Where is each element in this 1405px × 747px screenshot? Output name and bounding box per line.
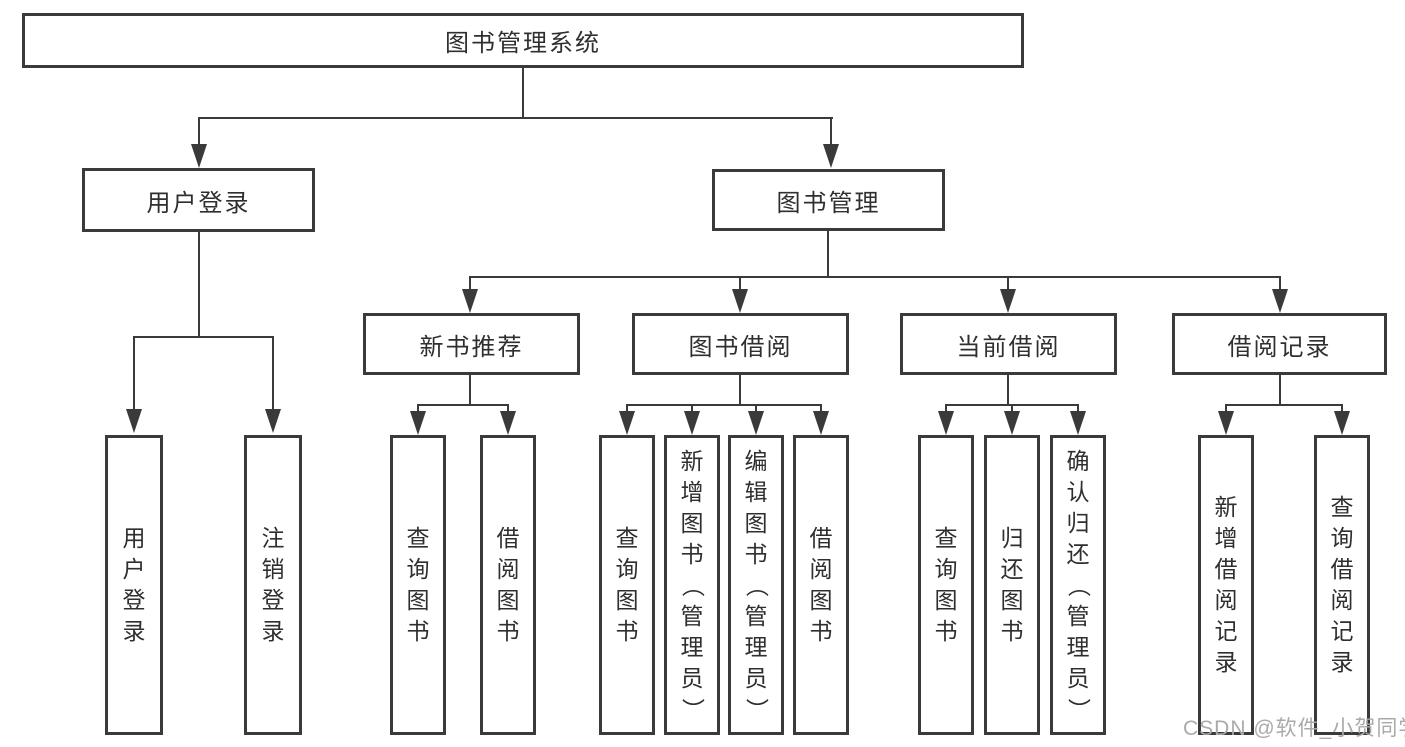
- node-new-book-recommendation: 新书推荐: [363, 313, 580, 375]
- arrowhead-down-icon: [500, 411, 516, 435]
- arrowhead-down-icon: [938, 411, 954, 435]
- arrowhead-down-icon: [1272, 289, 1288, 313]
- arrowhead-down-icon: [1000, 289, 1016, 313]
- connector-line: [1011, 404, 1013, 413]
- connector-line: [507, 404, 509, 413]
- connector-line: [133, 336, 135, 410]
- node-return-books: 归还图书: [984, 435, 1040, 735]
- connector-line: [469, 276, 471, 290]
- node-logout: 注销登录: [244, 435, 302, 735]
- connector-line: [469, 276, 1281, 278]
- node-label: 借阅记录: [1227, 333, 1332, 361]
- connector-line: [1077, 404, 1079, 413]
- node-label: 查询图书: [406, 525, 430, 644]
- connector-line: [469, 375, 471, 405]
- arrowhead-down-icon: [265, 409, 281, 433]
- node-confirm-return-admin: 确认归还（管理员）: [1050, 435, 1106, 735]
- node-label: 图书管理: [776, 189, 881, 217]
- arrowhead-down-icon: [1004, 411, 1020, 435]
- node-label: 编辑图书（管理员）: [743, 447, 770, 721]
- connector-line: [1279, 276, 1281, 290]
- arrowhead-down-icon: [126, 409, 142, 433]
- arrowhead-down-icon: [813, 411, 829, 435]
- node-label: 新增借阅记录: [1214, 494, 1238, 675]
- connector-line: [830, 117, 832, 145]
- connector-line: [820, 404, 822, 413]
- node-label: 借阅图书: [809, 525, 833, 644]
- arrowhead-down-icon: [748, 411, 764, 435]
- arrowhead-down-icon: [823, 144, 839, 168]
- node-book-management: 图书管理: [712, 169, 945, 231]
- connector-line: [417, 404, 509, 406]
- connector-line: [198, 117, 833, 119]
- node-label: 查询借阅记录: [1330, 494, 1354, 675]
- connector-line: [133, 336, 274, 338]
- node-label: 新增图书（管理员）: [679, 447, 706, 721]
- node-label: 图书借阅: [688, 333, 793, 361]
- node-label: 查询图书: [934, 525, 958, 644]
- arrowhead-down-icon: [191, 144, 207, 168]
- arrowhead-down-icon: [410, 411, 426, 435]
- connector-line: [827, 231, 829, 277]
- connector-line: [198, 117, 200, 145]
- connector-line: [1279, 374, 1281, 405]
- connector-line: [198, 232, 200, 338]
- connector-line: [626, 404, 822, 406]
- arrowhead-down-icon: [1070, 411, 1086, 435]
- connector-line: [1341, 404, 1343, 413]
- node-borrow-books-recommend: 借阅图书: [480, 435, 536, 735]
- node-label: 当前借阅: [956, 333, 1061, 361]
- node-label: 借阅图书: [496, 525, 520, 644]
- node-label: 注销登录: [261, 525, 285, 644]
- node-label: 用户登录: [122, 525, 146, 644]
- connector-line: [755, 404, 757, 413]
- node-query-borrow-record: 查询借阅记录: [1314, 435, 1370, 735]
- node-label: 新书推荐: [419, 333, 524, 361]
- arrowhead-down-icon: [1218, 411, 1234, 435]
- node-book-borrowing: 图书借阅: [632, 313, 849, 375]
- node-edit-books-admin: 编辑图书（管理员）: [728, 435, 784, 735]
- connector-line: [522, 68, 524, 118]
- connector-line: [739, 276, 741, 290]
- node-query-books-current: 查询图书: [918, 435, 974, 735]
- node-borrow-books: 借阅图书: [793, 435, 849, 735]
- connector-line: [272, 336, 274, 410]
- node-user-login-leaf: 用户登录: [105, 435, 163, 735]
- node-library-management-system: 图书管理系统: [22, 13, 1024, 68]
- connector-line: [417, 404, 419, 413]
- node-query-books-borrowing: 查询图书: [599, 435, 655, 735]
- connector-line: [945, 404, 947, 413]
- node-borrowing-records: 借阅记录: [1172, 313, 1387, 375]
- arrowhead-down-icon: [1334, 411, 1350, 435]
- node-add-books-admin: 新增图书（管理员）: [664, 435, 720, 735]
- connector-line: [739, 375, 741, 405]
- node-label: 确认归还（管理员）: [1065, 447, 1092, 721]
- node-query-books-recommend: 查询图书: [390, 435, 446, 735]
- connector-line: [691, 404, 693, 413]
- node-add-borrow-record: 新增借阅记录: [1198, 435, 1254, 735]
- node-label: 用户登录: [146, 189, 251, 217]
- arrowhead-down-icon: [684, 411, 700, 435]
- connector-line: [626, 404, 628, 413]
- node-label: 查询图书: [615, 525, 639, 644]
- arrowhead-down-icon: [619, 411, 635, 435]
- arrowhead-down-icon: [732, 289, 748, 313]
- node-user-login: 用户登录: [82, 168, 315, 232]
- arrowhead-down-icon: [462, 289, 478, 313]
- node-current-borrowing: 当前借阅: [900, 313, 1117, 375]
- connector-line: [1007, 375, 1009, 405]
- csdn-watermark: CSDN @软件_小贺同学: [1183, 717, 1405, 740]
- connector-line: [1007, 276, 1009, 290]
- node-label: 归还图书: [1000, 525, 1024, 644]
- node-label: 图书管理系统: [445, 30, 601, 57]
- connector-line: [1225, 404, 1343, 406]
- connector-line: [1225, 404, 1227, 413]
